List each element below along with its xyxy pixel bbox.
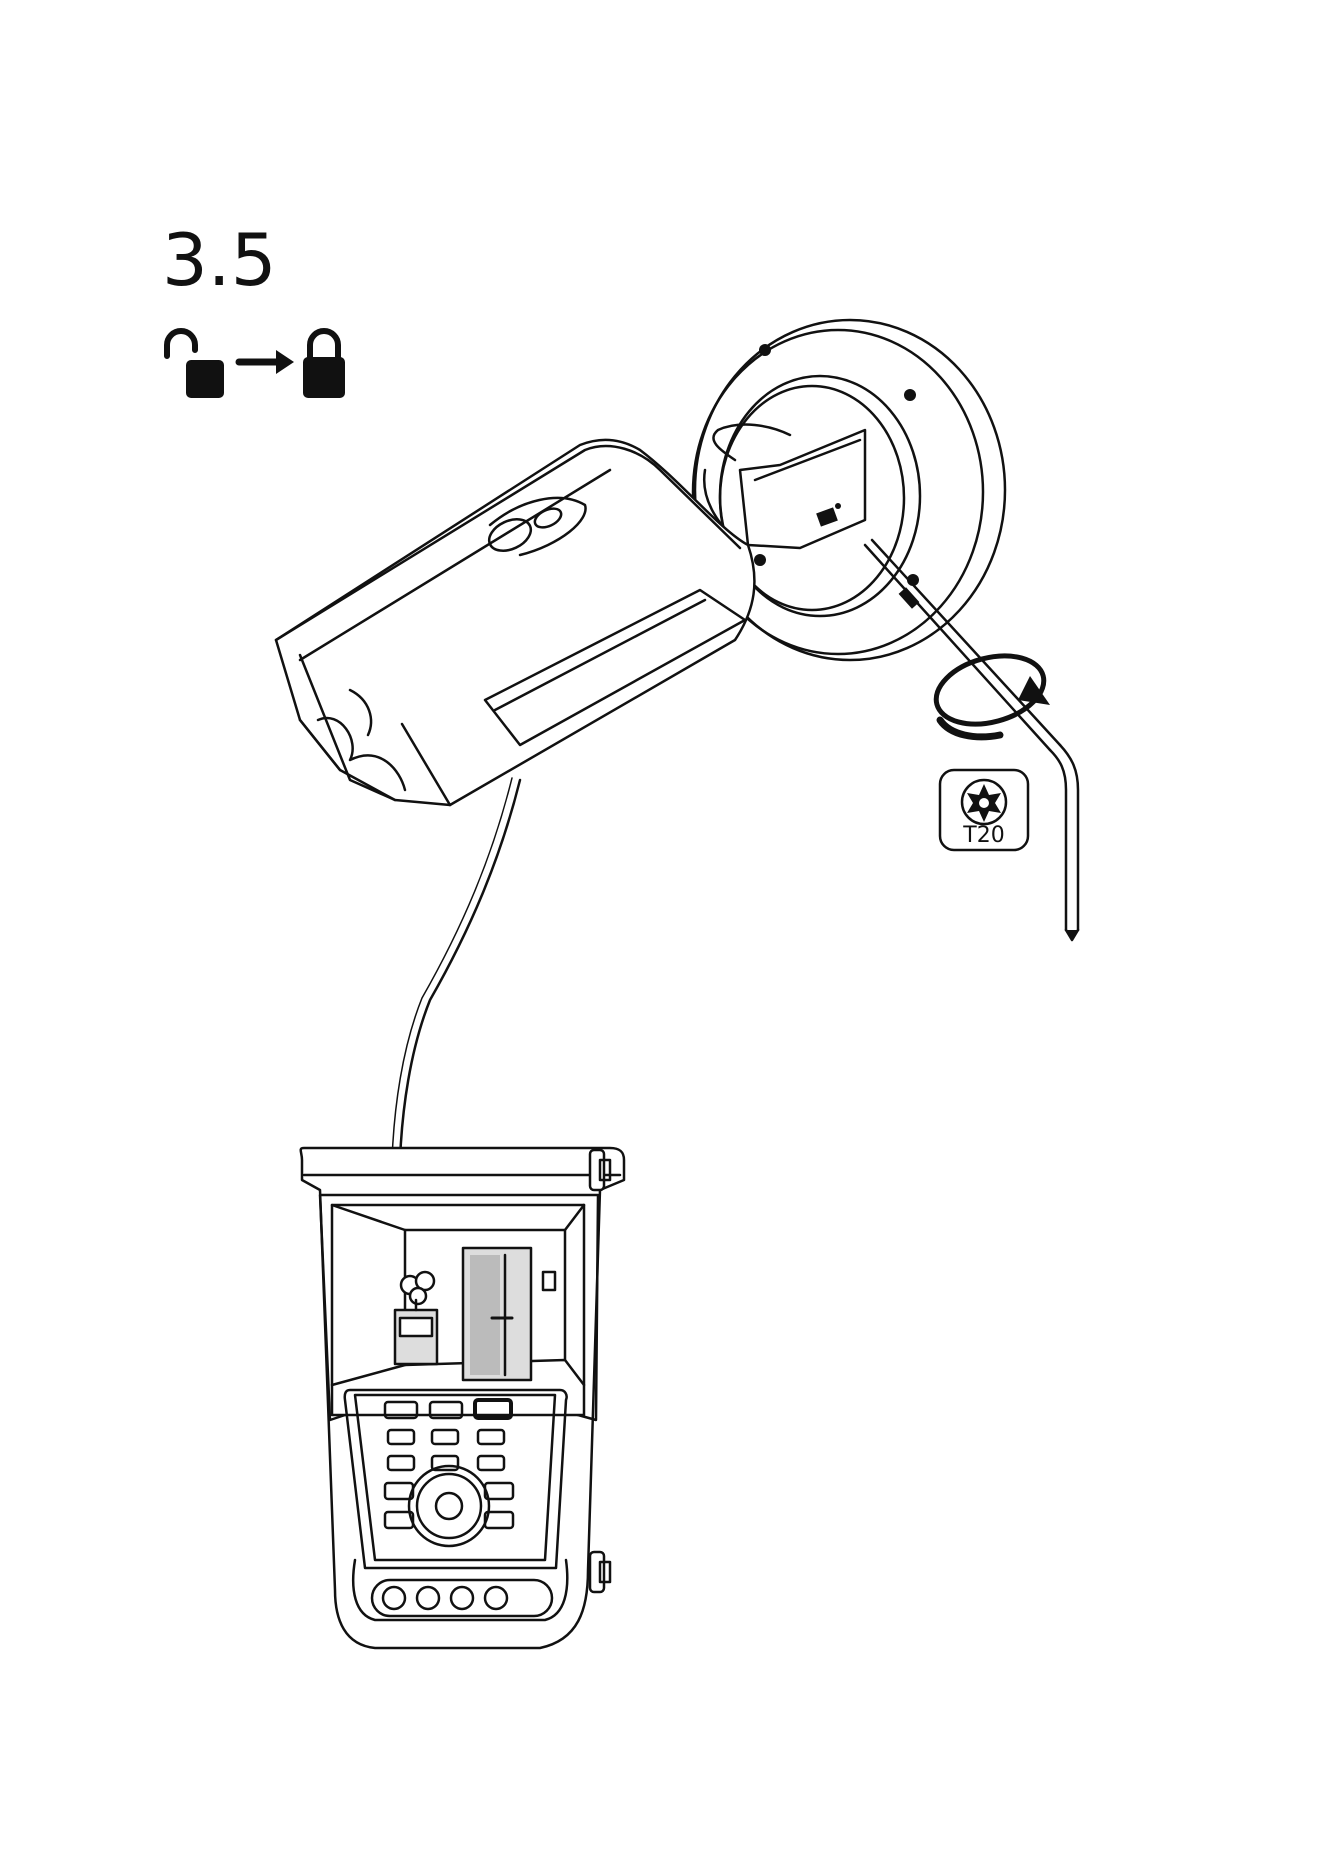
bullet-camera — [276, 440, 754, 805]
rotate-clockwise-arrow — [929, 645, 1052, 737]
torx-bit-icon — [962, 780, 1006, 824]
locked-padlock-icon — [303, 331, 345, 398]
unlocked-padlock-icon — [167, 331, 224, 398]
test-cable — [400, 780, 520, 1160]
arrow-right-icon — [239, 350, 294, 374]
torx-badge: T20 — [940, 770, 1028, 850]
tool-label: T20 — [962, 823, 1004, 848]
handheld-cctv-tester — [301, 1148, 624, 1648]
